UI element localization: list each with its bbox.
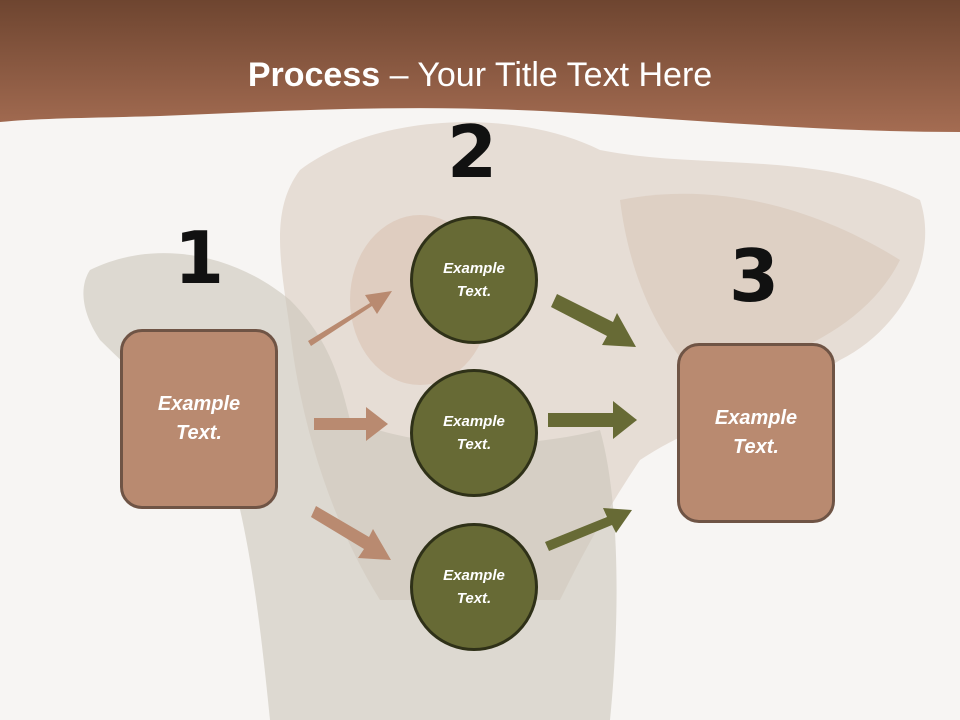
right-box-line1: Example — [714, 407, 798, 429]
circle-middle-line1: Example — [443, 413, 505, 430]
left-box[interactable]: Example Text. — [120, 329, 278, 509]
circle-bottom[interactable]: Example Text. — [410, 523, 538, 651]
step-number-1: 1 — [173, 216, 225, 300]
circle-bottom-line2: Text. — [456, 590, 492, 607]
left-box-line2: Text. — [176, 422, 222, 444]
header-band — [0, 0, 960, 132]
right-box[interactable]: Example Text. — [677, 343, 835, 523]
step-number-2: 2 — [446, 110, 498, 194]
circle-bottom-line1: Example — [443, 567, 505, 584]
right-box-line2: Text. — [733, 436, 779, 458]
circle-middle[interactable]: Example Text. — [410, 369, 538, 497]
step-number-3: 3 — [728, 234, 780, 318]
slide-title: Process – Your Title Text Here — [0, 52, 960, 98]
circle-middle-line2: Text. — [456, 436, 492, 453]
circle-top[interactable]: Example Text. — [410, 216, 538, 344]
left-box-line1: Example — [157, 393, 241, 415]
title-bold: Process — [247, 56, 381, 94]
title-rest: – Your Title Text Here — [380, 56, 713, 94]
circle-top-line1: Example — [443, 260, 505, 277]
circle-top-line2: Text. — [456, 283, 492, 300]
